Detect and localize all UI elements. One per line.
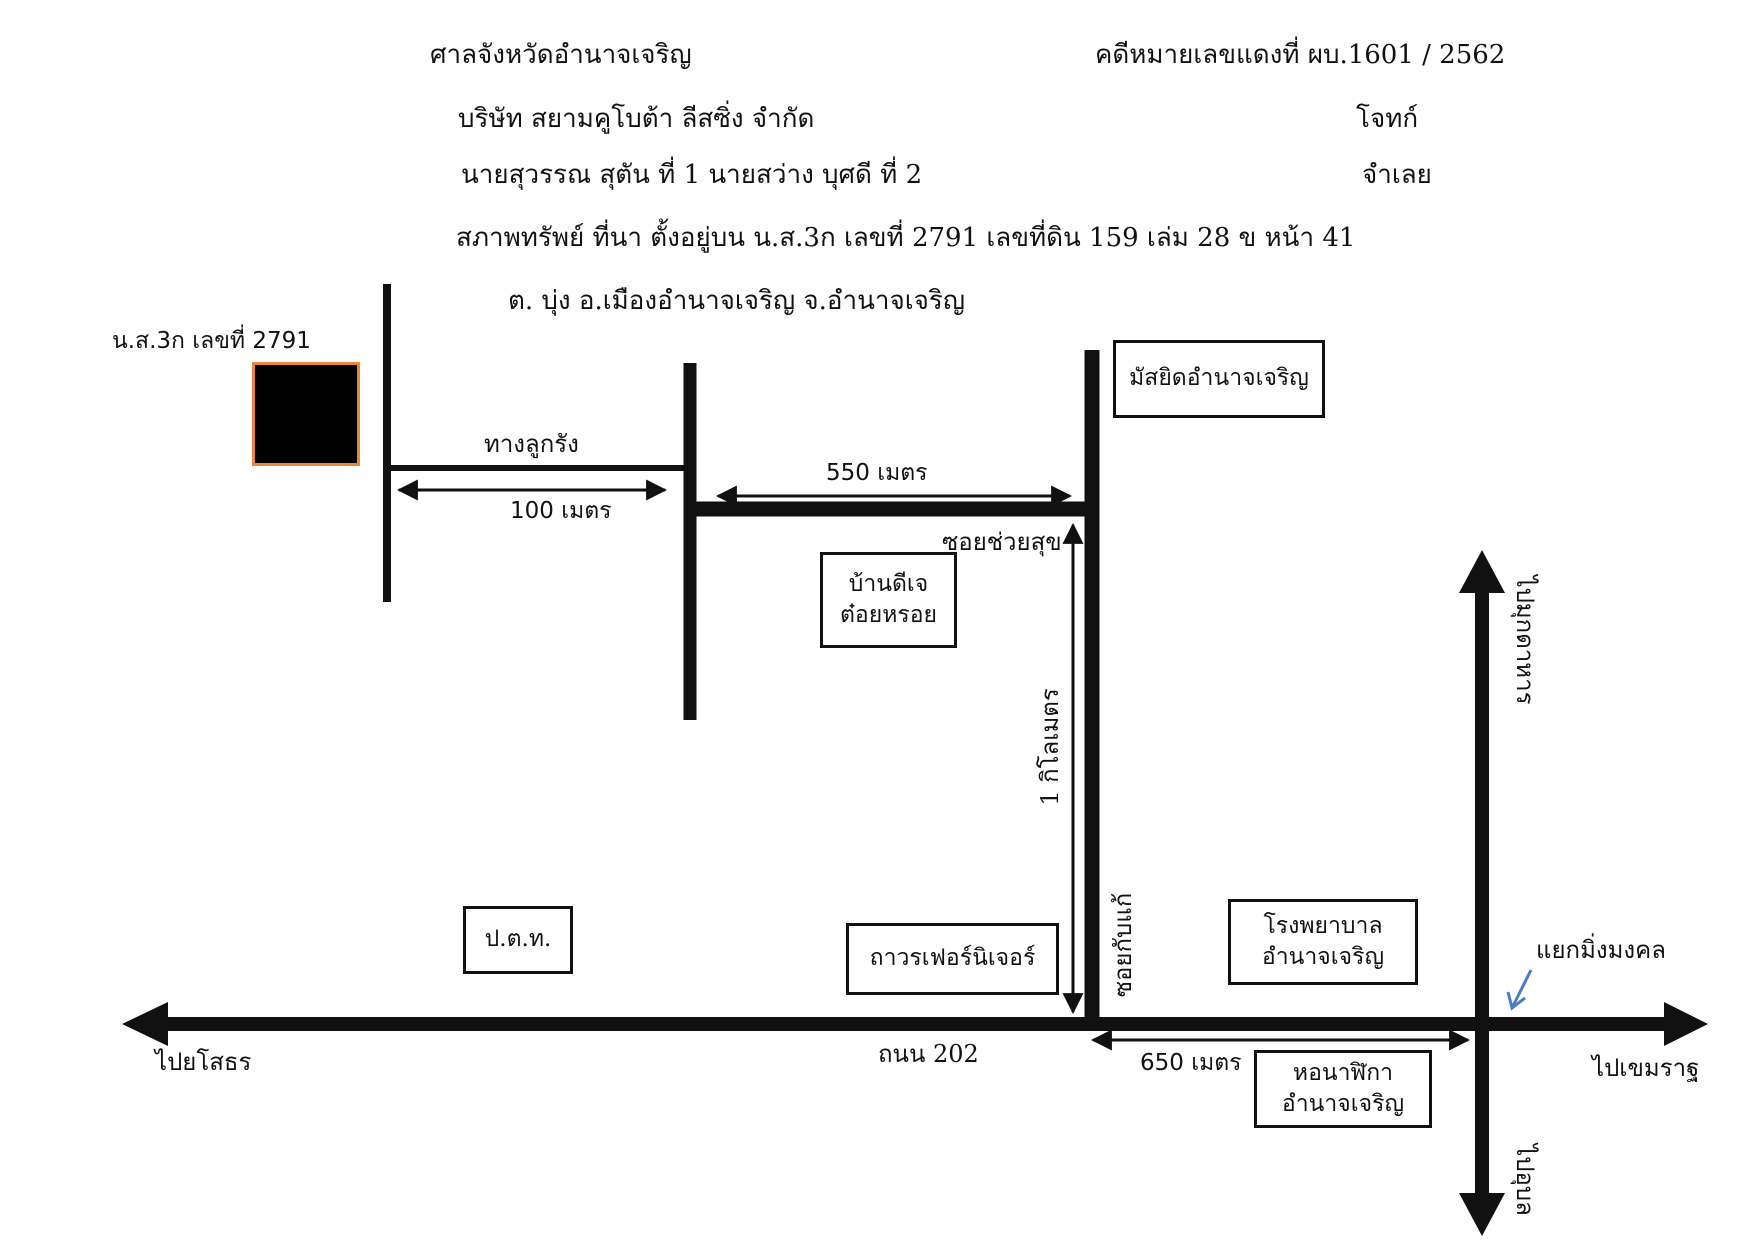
- clock-tower-line1: หอนาฬิกา: [1292, 1059, 1394, 1086]
- arrow-to-ubon: [1459, 1193, 1505, 1236]
- soi-kapkae-label: ซอยกับแก้: [1109, 892, 1137, 998]
- dist-550-label: 550 เมตร: [826, 460, 928, 486]
- arrow-to-mukdahan: [1459, 550, 1505, 593]
- landmark-ptt: ป.ต.ท.: [463, 906, 573, 974]
- to-ubon-label: ไปอุบล: [1511, 1144, 1539, 1216]
- arrow-to-khemarat: [1664, 1002, 1708, 1046]
- to-khemarat-label: ไปเขมราฐ: [1592, 1054, 1700, 1082]
- landmark-ban-di-je: บ้านดีเจ ต๋อยหรอย: [820, 552, 957, 648]
- arrow-to-yasothon: [122, 1002, 168, 1046]
- clock-tower-line2: อำนาจเจริญ: [1281, 1091, 1405, 1117]
- landmark-hospital: โรงพยาบาล อำนาจเจริญ: [1228, 899, 1418, 985]
- property-description: สภาพทรัพย์ ที่นา ตั้งอยู่บน น.ส.3ก เลขที…: [456, 223, 1356, 253]
- ban-di-je-line1: บ้านดีเจ: [848, 570, 929, 597]
- land-parcel-marker: [252, 362, 360, 466]
- parcel-label: น.ส.3ก เลขที่ 2791: [112, 328, 311, 354]
- junction-pointer-head: [1506, 991, 1526, 1011]
- landmark-mosque: มัสยิดอำนาจเจริญ: [1113, 340, 1325, 418]
- defendant-names: นายสุวรรณ สุตัน ที่ 1 นายสว่าง บุศดี ที่…: [461, 160, 923, 190]
- to-yasothon-label: ไปยโสธร: [155, 1048, 252, 1076]
- landmark-clock-tower: หอนาฬิกา อำนาจเจริญ: [1254, 1050, 1432, 1128]
- dist-100-label: 100 เมตร: [510, 498, 612, 524]
- plaintiff-name: บริษัท สยามคูโบต้า ลีสซิ่ง จำกัด: [458, 104, 815, 134]
- dirt-track-label: ทางลูกรัง: [484, 430, 579, 458]
- dist-1km-label: 1 กิโลเมตร: [1036, 688, 1064, 806]
- hospital-line1: โรงพยาบาล: [1263, 912, 1383, 939]
- plaintiff-role: โจทก์: [1356, 104, 1419, 134]
- landmark-thawon-furniture: ถาวรเฟอร์นิเจอร์: [846, 923, 1059, 995]
- thawon-furniture-label: ถาวรเฟอร์นิเจอร์: [869, 945, 1036, 972]
- highway-202-label: ถนน 202: [878, 1040, 979, 1068]
- soi-chuaisuk-label: ซอยช่วยสุข: [942, 528, 1062, 556]
- case-number: คดีหมายเลขแดงที่ ผบ.1601 / 2562: [1095, 40, 1506, 70]
- junction-pointer-arrow: [1510, 969, 1533, 1009]
- dist-650-label: 650 เมตร: [1140, 1050, 1242, 1076]
- hospital-line2: อำนาจเจริญ: [1261, 944, 1385, 970]
- landmark-mosque-label: มัสยิดอำนาจเจริญ: [1129, 365, 1309, 392]
- ban-di-je-line2: ต๋อยหรอย: [839, 602, 938, 628]
- junction-label: แยกมิ่งมงคล: [1536, 936, 1666, 964]
- location-description: ต. บุ่ง อ.เมืองอำนาจเจริญ จ.อำนาจเจริญ: [508, 286, 965, 316]
- to-mukdahan-label: ไปมุกดาหาร: [1511, 575, 1539, 705]
- ptt-label: ป.ต.ท.: [484, 926, 552, 953]
- defendant-role: จำเลย: [1362, 160, 1432, 190]
- court-name: ศาลจังหวัดอำนาจเจริญ: [430, 40, 692, 70]
